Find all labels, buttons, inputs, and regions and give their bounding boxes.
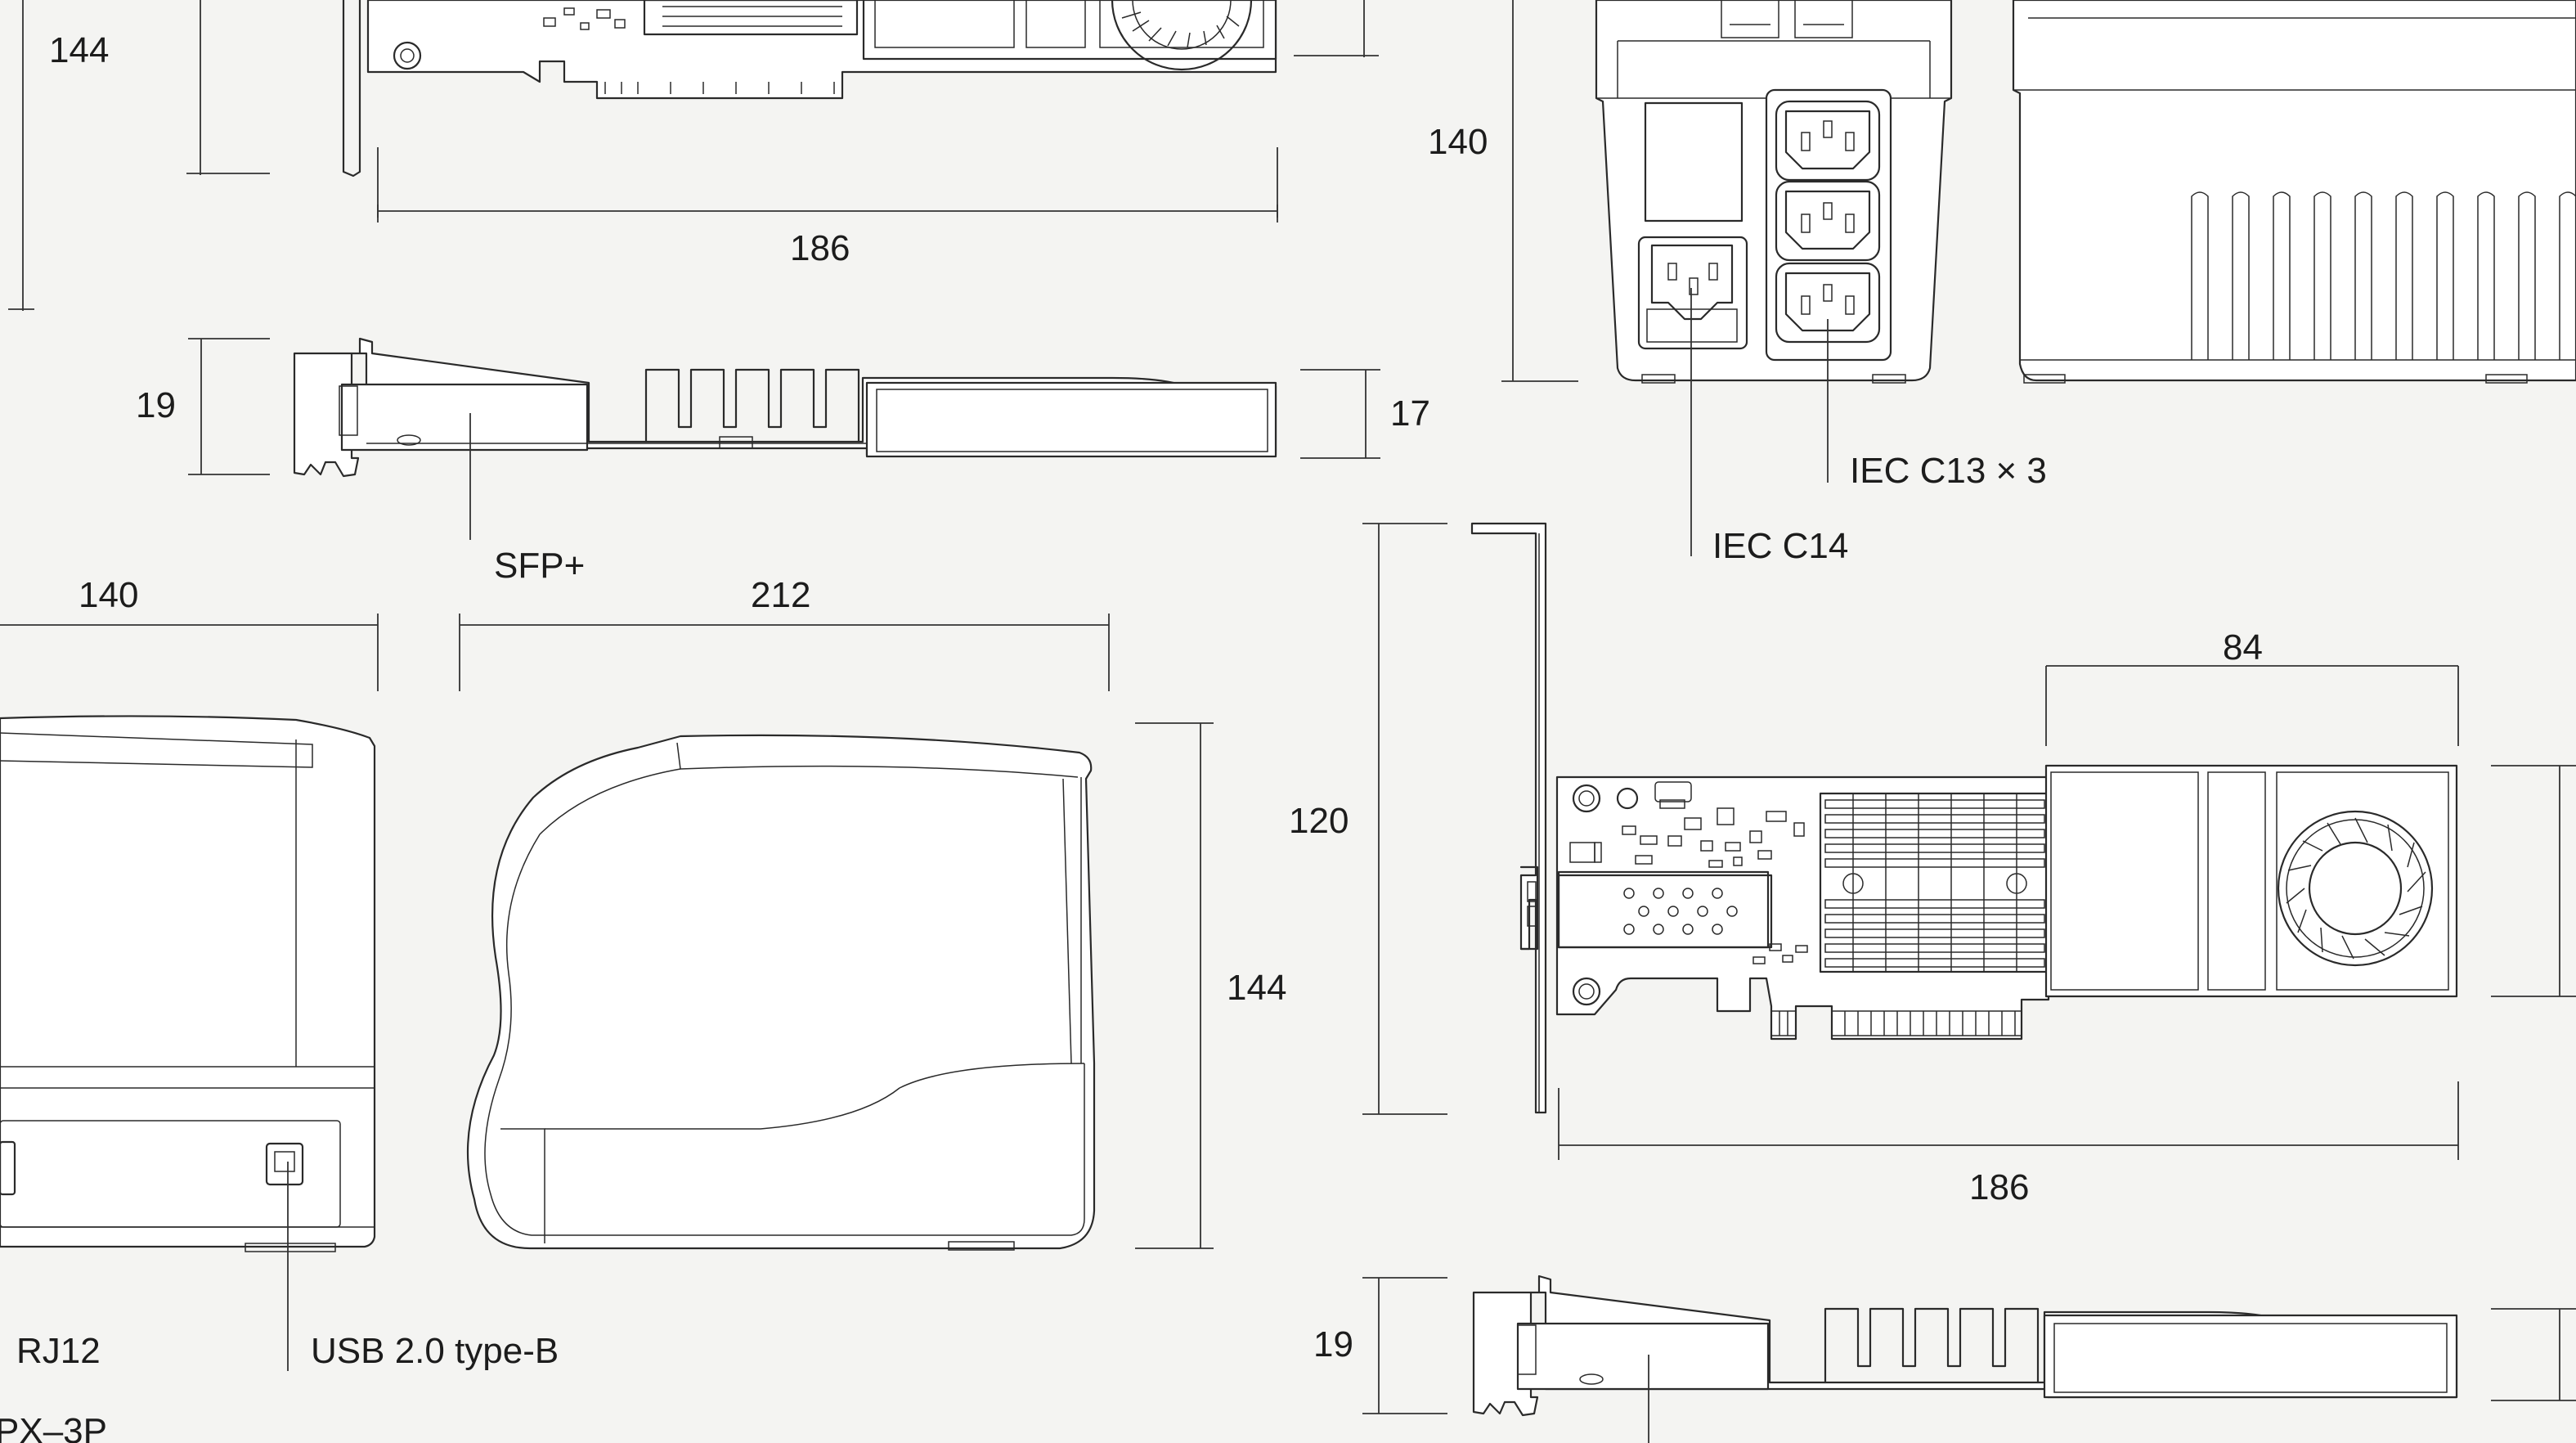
ups-rear-view	[1595, 0, 1953, 384]
pcie-card-top-drawing	[342, 0, 1277, 178]
dim-140-left-label: 140	[79, 575, 138, 615]
usb-callout: USB 2.0 type-B	[287, 1162, 559, 1371]
dim-144-mid-label: 144	[1227, 968, 1286, 1008]
rj12-callout: RJ12	[16, 1331, 101, 1371]
dim-186-bottom-label: 186	[1969, 1167, 2029, 1207]
dim-84-label: 84	[2223, 627, 2263, 668]
dim-fan-height-right	[2491, 765, 2576, 997]
pcie-card-side-view-top	[293, 337, 1277, 478]
dim-144-top-label: 144	[49, 30, 109, 70]
dim-19-top: 19	[136, 338, 270, 475]
cooling-fan	[2277, 810, 2434, 967]
printer-front-view	[0, 715, 376, 1252]
dim-186-bottom: 186	[1558, 1081, 2459, 1207]
printer-side-view	[466, 734, 1096, 1251]
dim-17-top-label: 17	[1390, 393, 1430, 434]
pcie-card-front-view	[1470, 522, 2458, 1114]
iec-c13-outlet-2	[1775, 180, 1881, 262]
dim-140-left: 140	[0, 575, 379, 691]
dim-186-top: 186	[377, 147, 1278, 268]
ups-side-view	[2012, 0, 2576, 384]
model-label: PX–3P	[0, 1411, 107, 1443]
dim-212-label: 212	[751, 575, 810, 615]
dim-120-label: 120	[1289, 801, 1349, 841]
iec-c14-callout: IEC C14	[1690, 288, 1848, 566]
heatsink-fins	[1824, 793, 2045, 972]
dim-140-top-right: 140	[1428, 0, 1578, 382]
dim-186-top-label: 186	[790, 228, 850, 268]
dim-144-top-left: 144	[8, 0, 270, 311]
sfp-callout: SFP+	[469, 413, 585, 586]
dim-140-top-label: 140	[1428, 122, 1488, 162]
pcie-card-side-view-bottom	[1472, 1274, 2458, 1417]
dim-19-top-label: 19	[136, 385, 176, 425]
dim-212: 212	[459, 575, 1110, 691]
sfp-label: SFP+	[494, 546, 585, 586]
rj12-label: RJ12	[16, 1331, 101, 1371]
dim-120: 120	[1289, 523, 1447, 1115]
dim-19-bottom-label: 19	[1313, 1324, 1353, 1364]
dim-84: 84	[2045, 627, 2459, 746]
dim-19-bottom: 19	[1313, 1277, 1447, 1414]
dim-bottom-right-edge	[2491, 1308, 2576, 1401]
usb-label: USB 2.0 type-B	[311, 1331, 559, 1371]
iec-c13-callout: IEC C13 × 3	[1827, 319, 2047, 491]
iec-c13-outlet-1	[1775, 100, 1881, 182]
iec-c13-label: IEC C13 × 3	[1850, 451, 2047, 491]
iec-c14-label: IEC C14	[1712, 526, 1848, 566]
dim-17-top: 17	[1300, 369, 1430, 459]
dim-144-mid: 144	[1135, 722, 1286, 1249]
